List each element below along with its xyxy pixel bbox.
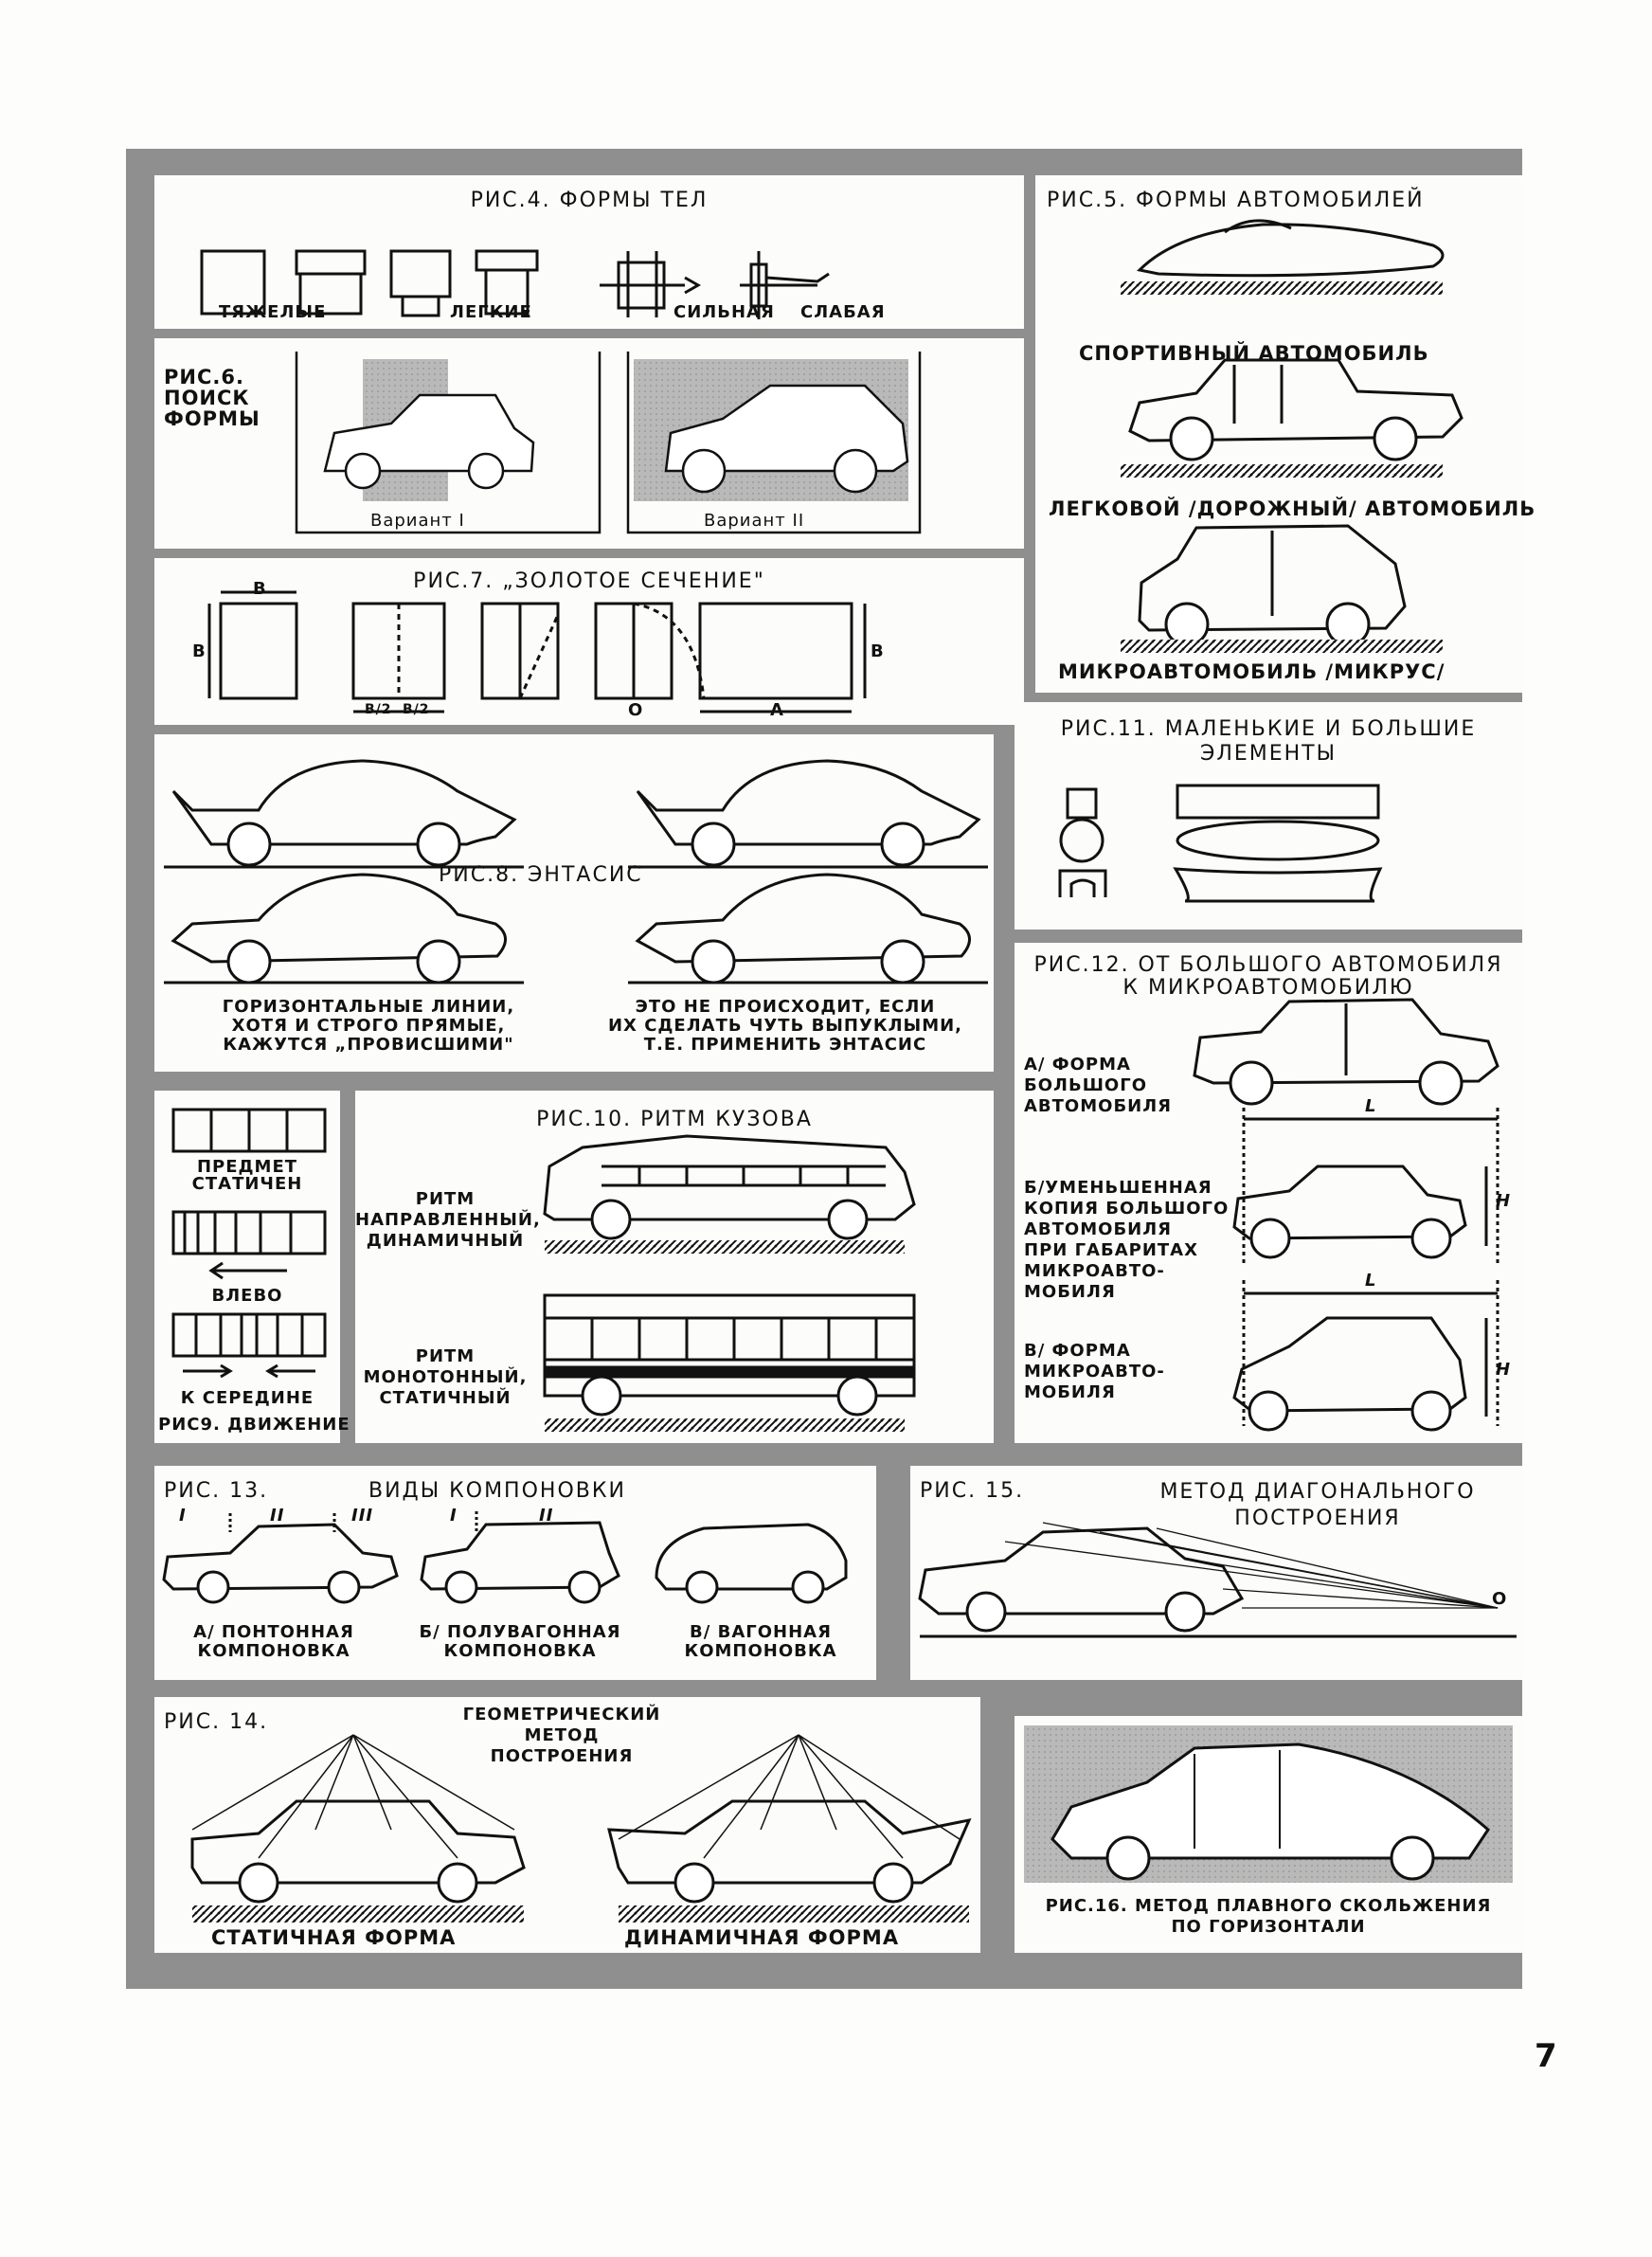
fig14-drawing	[190, 1734, 972, 1923]
fig8-caption-left: ГОРИЗОНТАЛЬНЫЕ ЛИНИИ, ХОТЯ И СТРОГО ПРЯМ…	[222, 997, 515, 1055]
fig9-panel: ПРЕДМЕТ СТАТИЧЕН ВЛЕВО К СЕРЕДИНЕ Рис9. …	[154, 1091, 350, 1443]
fig6-drawing	[295, 352, 922, 534]
fig10-label-monotone: РИТМ МОНОТОННЫЙ, СТАТИЧНЫЙ	[363, 1346, 528, 1408]
fig13-roman-3: III	[351, 1506, 374, 1526]
fig13-drawing	[162, 1511, 848, 1604]
fig16-panel: Рис.16. МЕТОД ПЛАВНОГО СКОЛЬЖЕНИЯ ПО ГОР…	[1015, 1716, 1522, 1953]
fig12-mark-h1: h	[1496, 1191, 1512, 1211]
fig5-title: Рис.5. ФОРМЫ АВТОМОБИЛЕЙ	[1047, 189, 1425, 212]
fig12-mark-h2: h	[1496, 1360, 1512, 1380]
fig7-mark-o: о	[628, 700, 644, 720]
fig8-caption-right: ЭТО НЕ ПРОИСХОДИТ, ЕСЛИ ИХ СДЕЛАТЬ ЧУТЬ …	[607, 997, 963, 1055]
fig13-label-c: в/ ВАГОННАЯ КОМПОНОВКА	[684, 1622, 837, 1661]
page-number: 7	[1535, 2037, 1557, 2075]
fig5-label-road: ЛЕГКОВОЙ /ДОРОЖНЫЙ/ АВТОМОБИЛЬ	[1049, 497, 1536, 520]
fig13-roman-4: I	[450, 1506, 458, 1526]
fig12-label-b: б/УМЕНЬШЕННАЯ КОПИЯ БОЛЬШОГО АВТОМОБИЛЯ …	[1024, 1178, 1230, 1302]
fig7-mark-b-top: в	[253, 579, 267, 599]
fig13-subtitle: ВИДЫ КОМПОНОВКИ	[368, 1479, 626, 1503]
fig12-mark-l2: L	[1365, 1271, 1377, 1291]
fig10-label-directed: РИТМ НАПРАВЛЕННЫЙ, ДИНАМИЧНЫЙ	[355, 1189, 541, 1251]
fig6-title: Рис.6. ПОИСК ФОРМЫ	[164, 366, 260, 430]
fig4-label-heavy: ТЯЖЕЛЫЕ	[219, 302, 327, 322]
fig14-label-static: СТАТИЧНАЯ ФОРМА	[211, 1926, 457, 1949]
fig15-title: Рис. 15.	[920, 1479, 1025, 1503]
fig15-subtitle: МЕТОД ДИАГОНАЛЬНОГО ПОСТРОЕНИЯ	[1159, 1480, 1476, 1530]
fig12-title: Рис.12. ОТ БОЛЬШОГО АВТОМОБИЛЯ К МИКРОАВ…	[1033, 953, 1503, 1000]
fig8-drawing	[164, 759, 988, 984]
fig4-label-strong: СИЛЬНАЯ	[673, 302, 775, 322]
fig4-panel: Рис.4. ФОРМЫ ТЕЛ ТЯЖЕЛЫЕ ЛЕГКИЕ СИЛЬНАЯ …	[154, 175, 1024, 329]
fig7-mark-a: а	[770, 700, 784, 720]
fig14-title: Рис. 14.	[164, 1710, 269, 1734]
fig13-roman-2: II	[270, 1506, 285, 1526]
fig4-title: Рис.4. ФОРМЫ ТЕЛ	[470, 189, 709, 212]
fig11-panel: Рис.11. МАЛЕНЬКИЕ И БОЛЬШИЕ ЭЛЕМЕНТЫ	[1015, 702, 1522, 930]
fig6-variant-1: Вариант I	[370, 511, 465, 531]
fig4-label-light: ЛЕГКИЕ	[450, 302, 532, 322]
fig14-label-dynamic: ДИНАМИЧНАЯ ФОРМА	[624, 1926, 900, 1949]
fig11-title: Рис.11. МАЛЕНЬКИЕ И БОЛЬШИЕ ЭЛЕМЕНТЫ	[1060, 717, 1477, 766]
fig7-mark-half-2: в/2	[403, 702, 430, 717]
fig9-label-left: ВЛЕВО	[211, 1286, 283, 1306]
fig9-title: Рис9. ДВИЖЕНИЕ	[158, 1415, 350, 1435]
fig7-mark-b-left: в	[192, 641, 206, 661]
fig5-panel: Рис.5. ФОРМЫ АВТОМОБИЛЕЙ СПОРТИВНЫЙ АВТО…	[1035, 175, 1535, 693]
fig7-mark-b-right: в	[871, 641, 885, 661]
fig7-mark-half-1: в/2	[365, 702, 392, 717]
fig15-panel: Рис. 15. МЕТОД ДИАГОНАЛЬНОГО ПОСТРОЕНИЯ …	[910, 1466, 1522, 1680]
fig12-label-c: в/ ФОРМА МИКРОАВТО- МОБИЛЯ	[1024, 1341, 1165, 1402]
fig4-label-weak: СЛАБАЯ	[800, 302, 886, 322]
fig10-title: Рис.10. РИТМ КУЗОВА	[536, 1108, 813, 1131]
fig6-variant-2: Вариант II	[704, 511, 805, 531]
fig12-panel: Рис.12. ОТ БОЛЬШОГО АВТОМОБИЛЯ К МИКРОАВ…	[1015, 943, 1522, 1443]
fig14-subtitle: ГЕОМЕТРИЧЕСКИЙ МЕТОД ПОСТРОЕНИЯ	[462, 1705, 661, 1766]
fig5-label-sport: СПОРТИВНЫЙ АВТОМОБИЛЬ	[1079, 342, 1429, 365]
fig7-drawing	[207, 590, 867, 713]
fig5-drawing	[1121, 219, 1463, 653]
fig14-panel: Рис. 14. ГЕОМЕТРИЧЕСКИЙ МЕТОД ПОСТРОЕНИЯ…	[154, 1697, 980, 1953]
fig12-drawing	[1193, 998, 1499, 1432]
fig10-panel: Рис.10. РИТМ КУЗОВА РИТМ НАПРАВЛЕННЫЙ, Д…	[355, 1091, 994, 1443]
fig13-label-a: а/ ПОНТОННАЯ КОМПОНОВКА	[193, 1622, 354, 1661]
fig9-drawing	[171, 1108, 327, 1379]
fig9-label-static: ПРЕДМЕТ СТАТИЧЕН	[191, 1157, 303, 1194]
fig8-title: Рис.8. ЭНТАСИС	[439, 863, 643, 887]
fig13-roman-1: I	[179, 1506, 187, 1526]
fig12-mark-l1: L	[1365, 1096, 1377, 1116]
fig13-panel: Рис. 13. ВИДЫ КОМПОНОВКИ I II III I II а…	[154, 1466, 876, 1680]
fig15-drawing	[918, 1522, 1517, 1638]
illustration-board: Рис.4. ФОРМЫ ТЕЛ ТЯЖЕЛЫЕ ЛЕГКИЕ СИЛЬНАЯ …	[126, 149, 1535, 1989]
fig10-drawing	[543, 1134, 916, 1432]
fig12-label-a: а/ ФОРМА БОЛЬШОГО АВТОМОБИЛЯ	[1024, 1055, 1173, 1116]
fig8-panel: Рис.8. ЭНТАСИС ГОРИЗОНТАЛЬНЫЕ ЛИНИИ, ХОТ…	[154, 734, 994, 1072]
fig13-label-b: б/ ПОЛУВАГОННАЯ КОМПОНОВКА	[419, 1622, 621, 1661]
fig7-title: Рис.7. „ЗОЛОТОЕ СЕЧЕНИЕ"	[413, 569, 765, 593]
fig15-mark-o: О	[1492, 1589, 1508, 1609]
fig13-title: Рис. 13.	[164, 1479, 269, 1503]
fig11-drawing	[1058, 784, 1383, 903]
fig16-title: Рис.16. МЕТОД ПЛАВНОГО СКОЛЬЖЕНИЯ ПО ГОР…	[1045, 1896, 1492, 1937]
fig5-label-micro: МИКРОАВТОМОБИЛЬ /МИКРУС/	[1058, 660, 1446, 683]
fig6-panel: Рис.6. ПОИСК ФОРМЫ Вариант I Вариант II	[154, 338, 1024, 549]
fig13-roman-5: II	[539, 1506, 554, 1526]
fig9-label-center: К СЕРЕДИНЕ	[180, 1388, 314, 1408]
fig7-panel: Рис.7. „ЗОЛОТОЕ СЕЧЕНИЕ" в в в/2 в/2 а о…	[154, 558, 1024, 725]
fig4-drawing	[200, 249, 830, 319]
fig16-drawing	[1024, 1725, 1513, 1883]
